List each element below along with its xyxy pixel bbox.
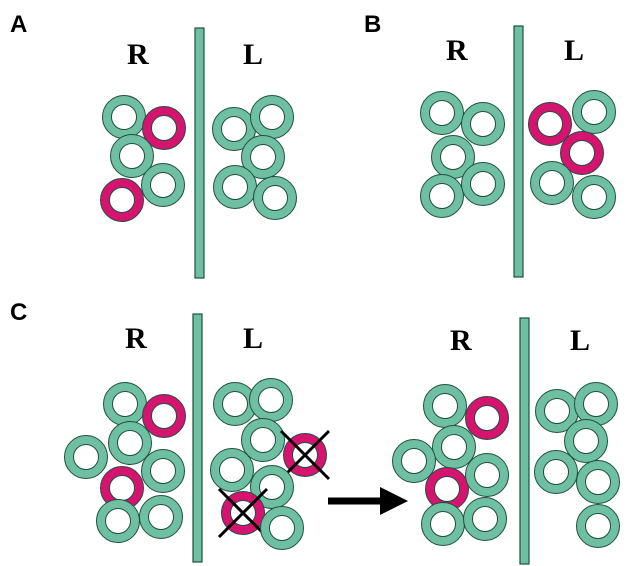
cell-green-icon (564, 419, 608, 463)
panel-c-after-cells (392, 382, 620, 548)
panel-b: R L (420, 25, 616, 278)
cell-green-icon (139, 495, 183, 539)
panel-c-before-r-label: R (125, 322, 147, 355)
cell-green-icon (392, 439, 436, 483)
cell-green-icon (141, 163, 185, 207)
panel-c-after-r-label: R (450, 324, 472, 357)
cell-green-icon (260, 506, 304, 550)
cell-pink-icon (142, 394, 186, 438)
panel-a: R L (100, 27, 297, 279)
panel-c-before: R L (64, 313, 331, 563)
cell-green-icon (212, 107, 256, 151)
cell-pink-icon (425, 467, 469, 511)
cell-pink-icon (465, 396, 509, 440)
cell-green-icon (213, 165, 257, 209)
panel-c-after-divider (519, 317, 530, 565)
panel-c-before-divider (192, 313, 203, 563)
cell-green-icon (465, 453, 509, 497)
cell-pink-icon (100, 178, 144, 222)
panel-a-r-label: R (127, 38, 149, 71)
panel-b-l-label: L (564, 34, 584, 67)
cell-green-icon (574, 382, 618, 426)
cell-crossed-out-icon (279, 429, 331, 481)
cell-green-icon (420, 174, 464, 218)
panel-label-a: A (10, 11, 27, 38)
cell-green-icon (463, 497, 507, 541)
transition-arrow-icon (328, 487, 408, 515)
cell-green-icon (461, 102, 505, 146)
panel-c-after: R L (392, 317, 620, 565)
cell-green-icon (253, 176, 297, 220)
panel-a-l-label: L (243, 38, 263, 71)
cell-pink-icon (560, 131, 604, 175)
cell-green-icon (241, 135, 285, 179)
cell-pink-icon (142, 106, 186, 150)
cell-green-icon (103, 382, 147, 426)
panel-a-divider (194, 27, 205, 279)
panel-c-after-l-label: L (570, 324, 590, 357)
cell-green-icon (64, 435, 108, 479)
panel-c-before-cells (64, 378, 331, 550)
cell-green-icon (210, 448, 254, 492)
cell-green-icon (241, 418, 285, 462)
panel-c-before-l-label: L (243, 322, 263, 355)
cell-green-icon (534, 450, 578, 494)
cell-green-icon (108, 421, 152, 465)
cell-green-icon (431, 135, 475, 179)
cell-green-icon (572, 90, 616, 134)
cell-green-icon (535, 389, 579, 433)
cell-green-icon (250, 465, 294, 509)
cell-pink-icon (528, 102, 572, 146)
cell-green-icon (576, 504, 620, 548)
cell-green-icon (249, 378, 293, 422)
cell-green-icon (420, 91, 464, 135)
cell-green-icon (250, 95, 294, 139)
panel-label-b: B (364, 11, 381, 38)
panel-b-divider (513, 25, 524, 278)
panel-b-cells (420, 90, 616, 219)
cell-green-icon (102, 95, 146, 139)
cell-green-icon (530, 161, 574, 205)
cell-green-icon (576, 460, 620, 504)
cell-crossed-out-icon (217, 487, 269, 539)
cell-green-icon (432, 425, 476, 469)
cell-green-icon (423, 384, 467, 428)
cell-green-icon (572, 175, 616, 219)
panel-a-cells (100, 95, 297, 222)
panel-label-c: C (10, 299, 27, 326)
cell-green-icon (110, 134, 154, 178)
cell-green-icon (421, 502, 465, 546)
cell-green-icon (461, 162, 505, 206)
cell-green-icon (141, 449, 185, 493)
cell-green-icon (96, 499, 140, 543)
panel-b-r-label: R (446, 34, 468, 67)
